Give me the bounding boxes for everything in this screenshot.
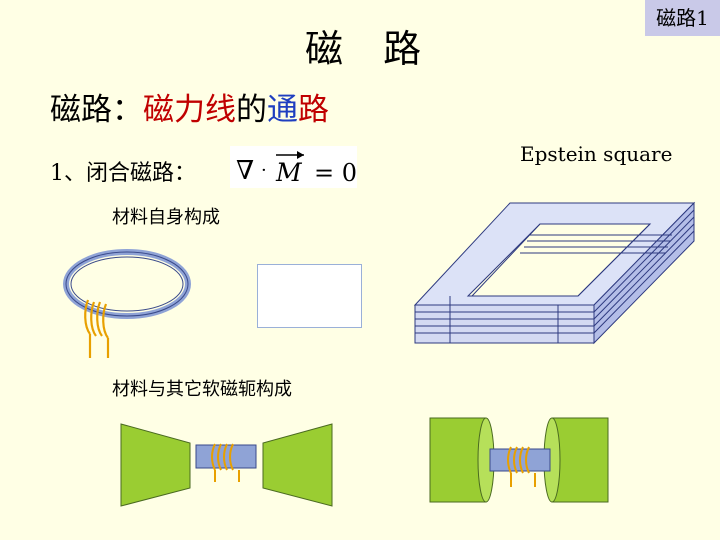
material-self-label: 材料自身构成 xyxy=(112,207,220,228)
left-coil-icon xyxy=(211,443,240,482)
ring-core xyxy=(63,249,191,319)
ring-coil-icon xyxy=(84,299,110,358)
subtitle-flux-lines: 磁力线 xyxy=(143,92,236,128)
subtitle-prefix: 磁路： xyxy=(50,92,143,128)
formula-nabla: ∇ xyxy=(236,156,254,186)
trapezoid-yoke-assembly xyxy=(120,423,333,507)
epstein-square-figure xyxy=(413,201,696,345)
vector-arrowhead xyxy=(297,151,304,159)
divergence-formula: ∇ · M = 0 xyxy=(230,146,357,188)
epstein-laminate-stack xyxy=(413,201,696,345)
material-other-label: 材料与其它软磁轭构成 xyxy=(112,379,292,400)
blank-placeholder-box xyxy=(257,264,362,328)
formula-dot: · xyxy=(261,160,267,181)
closed-circuit-label: 1、闭合磁路： xyxy=(50,161,196,186)
cylinder-yoke-assembly xyxy=(429,417,609,503)
epstein-square-label: Epstein square xyxy=(520,142,673,166)
right-coil-icon xyxy=(507,446,536,487)
slide-number-badge: 磁路1 xyxy=(645,0,720,36)
slide-title: 磁 路 xyxy=(305,27,436,71)
formula-rhs: = 0 xyxy=(314,159,357,187)
subtitle-path-2: 路 xyxy=(298,92,329,128)
right-cylinder-yoke xyxy=(551,417,609,503)
subtitle: 磁路：磁力线的通路 xyxy=(50,84,329,129)
formula-variable-m: M xyxy=(275,158,303,187)
left-trapezoid-yoke xyxy=(120,423,191,507)
right-trapezoid-yoke xyxy=(262,423,333,507)
subtitle-of: 的 xyxy=(236,92,267,128)
subtitle-path-1: 通 xyxy=(267,92,298,128)
